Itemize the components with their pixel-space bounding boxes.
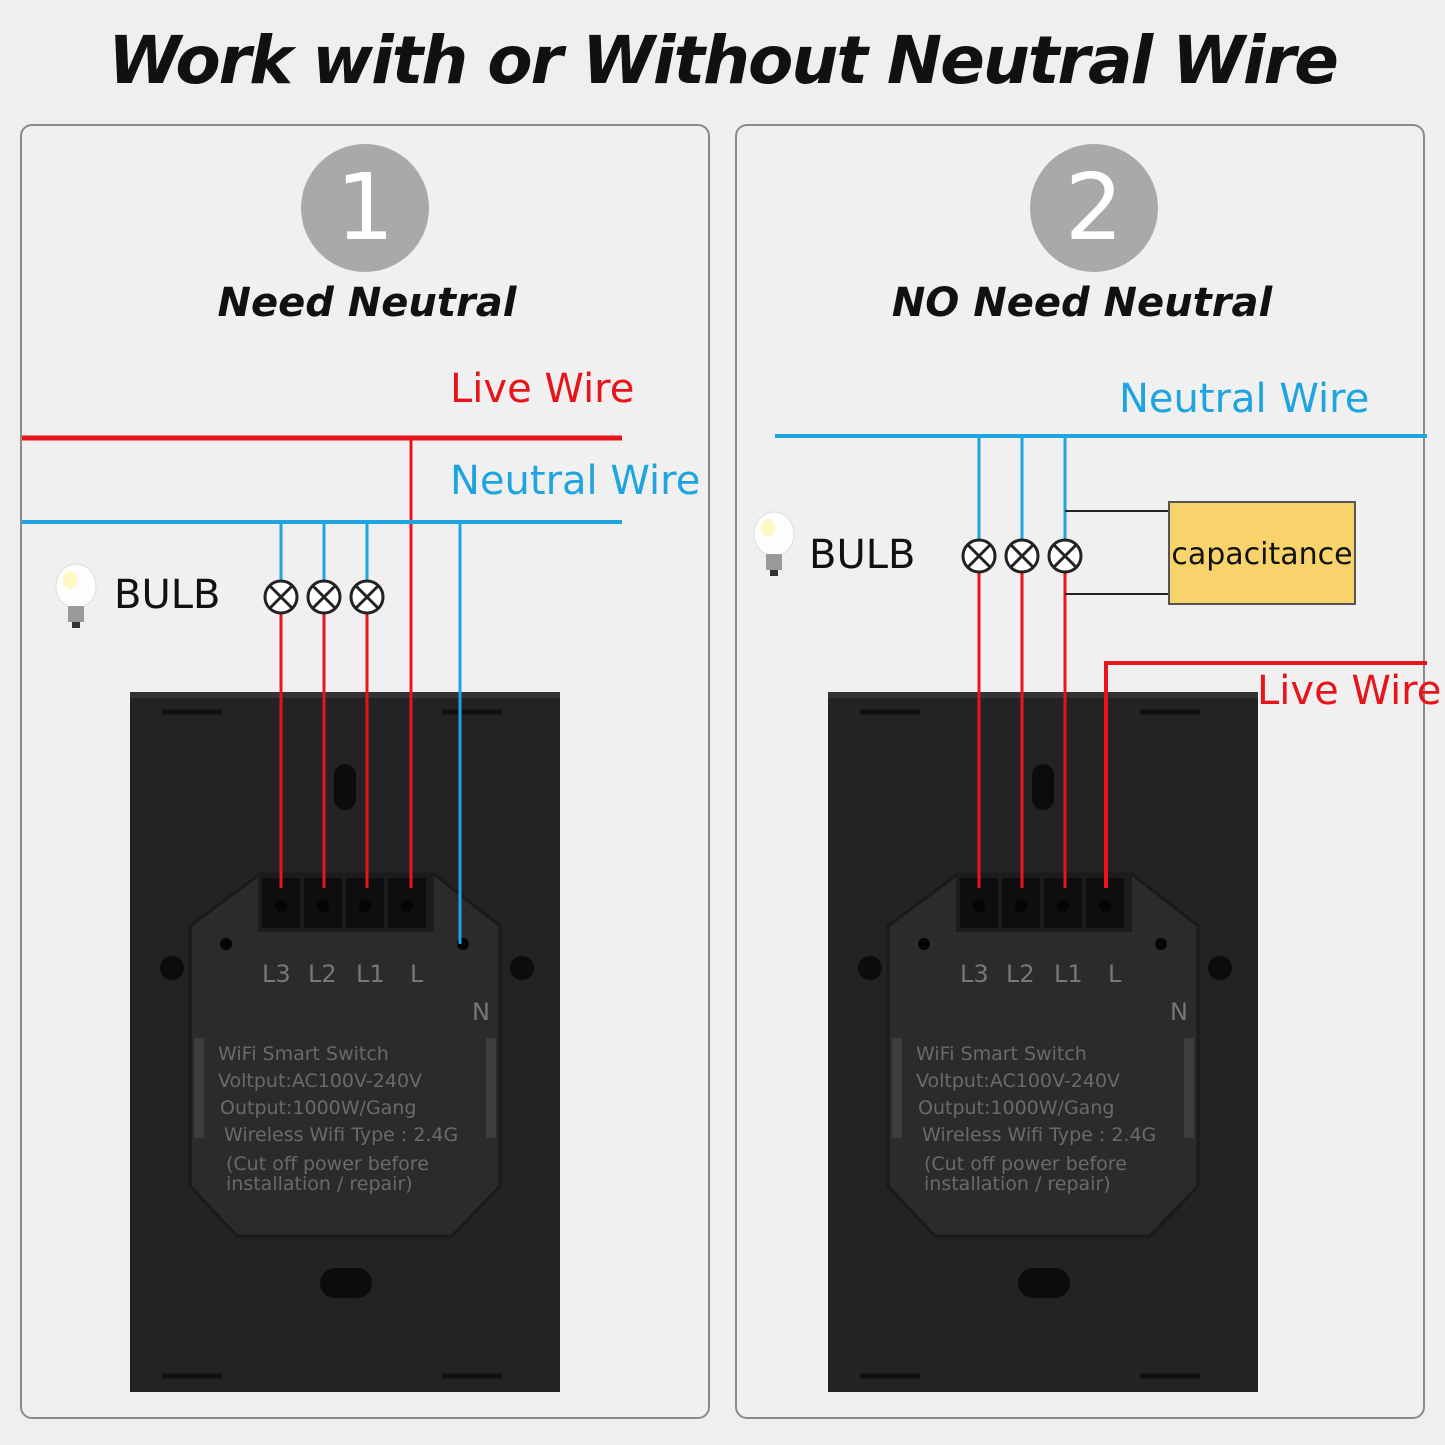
spec-line: Voltput:AC100V-240V — [218, 1070, 422, 1092]
step-number-badge: 1 — [301, 144, 429, 272]
spec-line: Voltput:AC100V-240V — [916, 1070, 1120, 1092]
live-wire-label: Live Wire — [450, 366, 635, 412]
bulb-icon — [753, 511, 795, 576]
bulb-label: BULB — [809, 532, 916, 578]
panel-no-need-neutral: L3 L2 L1 L N WiFi Smart Switch Voltput:A… — [735, 124, 1441, 1419]
terminal-label-l: L — [410, 960, 424, 988]
panel-need-neutral: L3 L2 L1 L N WiFi Smart Switch Voltput:A… — [20, 124, 710, 1419]
lamp-symbols — [961, 538, 1083, 574]
terminal-label-l2: L2 — [308, 960, 337, 988]
spec-line: installation / repair) — [226, 1173, 413, 1195]
spec-line: Output:1000W/Gang — [220, 1097, 416, 1119]
lamp-symbols — [263, 579, 385, 615]
capacitor-leads — [1065, 510, 1169, 595]
spec-line: Wireless Wifi Type : 2.4G — [224, 1124, 458, 1146]
terminal-label-l: L — [1108, 960, 1122, 988]
bulb-icon — [55, 563, 97, 628]
terminal-label-l2: L2 — [1006, 960, 1035, 988]
spec-line: installation / repair) — [924, 1173, 1111, 1195]
panel-subtitle: NO Need Neutral — [891, 280, 1273, 326]
bulb-label: BULB — [114, 572, 221, 618]
neutral-wire-label: Neutral Wire — [1119, 376, 1370, 422]
spec-line: (Cut off power before — [226, 1153, 429, 1175]
capacitor-box — [1168, 501, 1356, 605]
terminal-label-n: N — [472, 998, 490, 1026]
live-wire-line — [1104, 661, 1427, 888]
page-title: Work with or Without Neutral Wire — [108, 22, 1339, 99]
spec-line: (Cut off power before — [924, 1153, 1127, 1175]
neutral-wire-label: Neutral Wire — [450, 458, 701, 504]
terminal-label-l1: L1 — [356, 960, 385, 988]
capacitor-label: capacitance — [1171, 537, 1352, 572]
terminal-label-n: N — [1170, 998, 1188, 1026]
wiring-diagram-1: L3 L2 L1 L N WiFi Smart Switch Voltput:A… — [22, 435, 622, 1392]
panel-subtitle: Need Neutral — [217, 280, 517, 326]
terminal-label-l3: L3 — [960, 960, 989, 988]
spec-line: Output:1000W/Gang — [918, 1097, 1114, 1119]
switch-back-plate — [130, 692, 560, 1392]
terminal-label-l1: L1 — [1054, 960, 1083, 988]
live-wire-label: Live Wire — [1257, 668, 1442, 714]
wiring-diagram-2: L3 L2 L1 L N WiFi Smart Switch Voltput:A… — [753, 434, 1427, 1392]
spec-line: WiFi Smart Switch — [916, 1043, 1087, 1065]
spec-line: WiFi Smart Switch — [218, 1043, 389, 1065]
step-number-badge: 2 — [1030, 144, 1158, 272]
spec-line: Wireless Wifi Type : 2.4G — [922, 1124, 1156, 1146]
switch-back-plate — [828, 692, 1258, 1392]
terminal-label-l3: L3 — [262, 960, 291, 988]
